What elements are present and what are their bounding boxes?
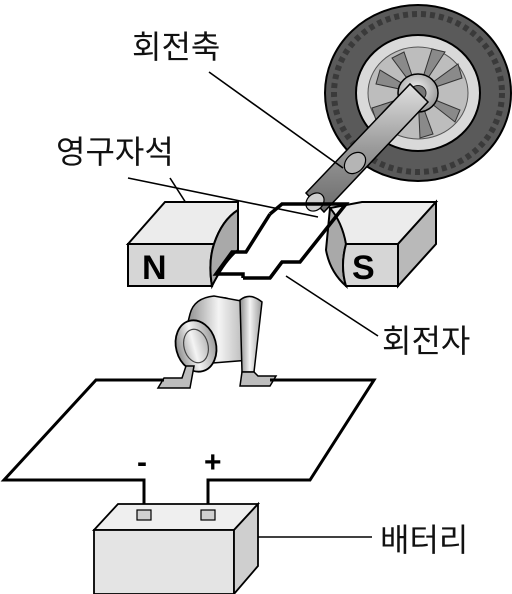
- negative-terminal: [136, 509, 152, 521]
- circuit-wires: [0, 378, 377, 510]
- commutator-brushes: [156, 295, 278, 389]
- axle-shaft: [304, 82, 430, 214]
- positive-sign: +: [204, 446, 222, 479]
- rotor-coil: [212, 202, 350, 280]
- leader-lines: [127, 71, 379, 538]
- negative-sign: -: [137, 446, 147, 479]
- label-magnets: 영구자석: [56, 133, 174, 171]
- battery: [91, 501, 261, 594]
- label-battery: 배터리: [380, 521, 468, 559]
- label-rotor: 회전자: [382, 322, 470, 360]
- label-axle: 회전축: [132, 28, 220, 66]
- pole-south-label: S: [352, 249, 375, 287]
- positive-terminal: [200, 509, 216, 521]
- magnet-north: [125, 201, 239, 290]
- magnet-south: [324, 199, 439, 290]
- pole-north-label: N: [142, 249, 167, 287]
